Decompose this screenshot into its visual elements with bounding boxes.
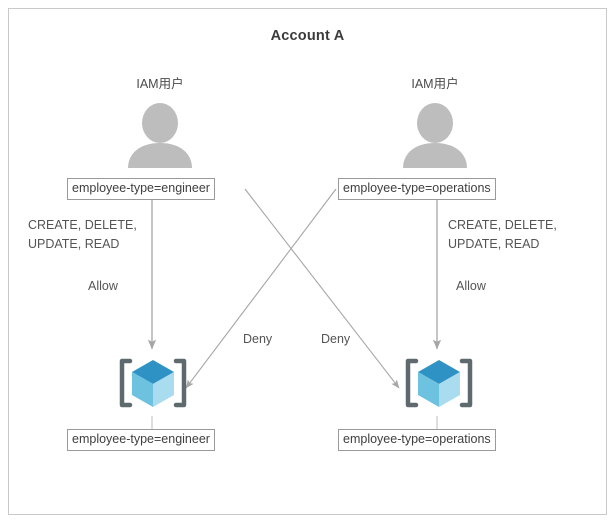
right-user-label: IAM用户	[411, 77, 459, 91]
right-user-tag: employee-type=operations	[338, 178, 496, 200]
account-title: Account A	[270, 28, 345, 44]
left-resource-tag: employee-type=engineer	[67, 429, 215, 451]
left-user-tag: employee-type=engineer	[67, 178, 215, 200]
arrow-left-deny	[244, 188, 400, 389]
right-operations-line1: CREATE, DELETE,	[448, 218, 557, 232]
arrow-right-deny	[185, 188, 337, 389]
right-resource-tag: employee-type=operations	[338, 429, 496, 451]
left-operations-line1: CREATE, DELETE,	[28, 218, 137, 232]
right-allow-label: Allow	[456, 279, 486, 293]
user-avatar-icon	[120, 103, 200, 168]
right-operations: CREATE, DELETE, UPDATE, READ	[448, 216, 557, 254]
right-operations-line2: UPDATE, READ	[448, 237, 540, 251]
left-deny-label: Deny	[243, 332, 273, 346]
left-operations-line2: UPDATE, READ	[28, 237, 120, 251]
right-deny-label: Deny	[321, 332, 351, 346]
left-user-label: IAM用户	[136, 77, 184, 91]
user-avatar-icon	[395, 103, 475, 168]
left-operations: CREATE, DELETE, UPDATE, READ	[28, 216, 137, 254]
cube-resource-icon	[402, 353, 476, 413]
left-allow-label: Allow	[88, 279, 118, 293]
cube-resource-icon	[116, 353, 190, 413]
